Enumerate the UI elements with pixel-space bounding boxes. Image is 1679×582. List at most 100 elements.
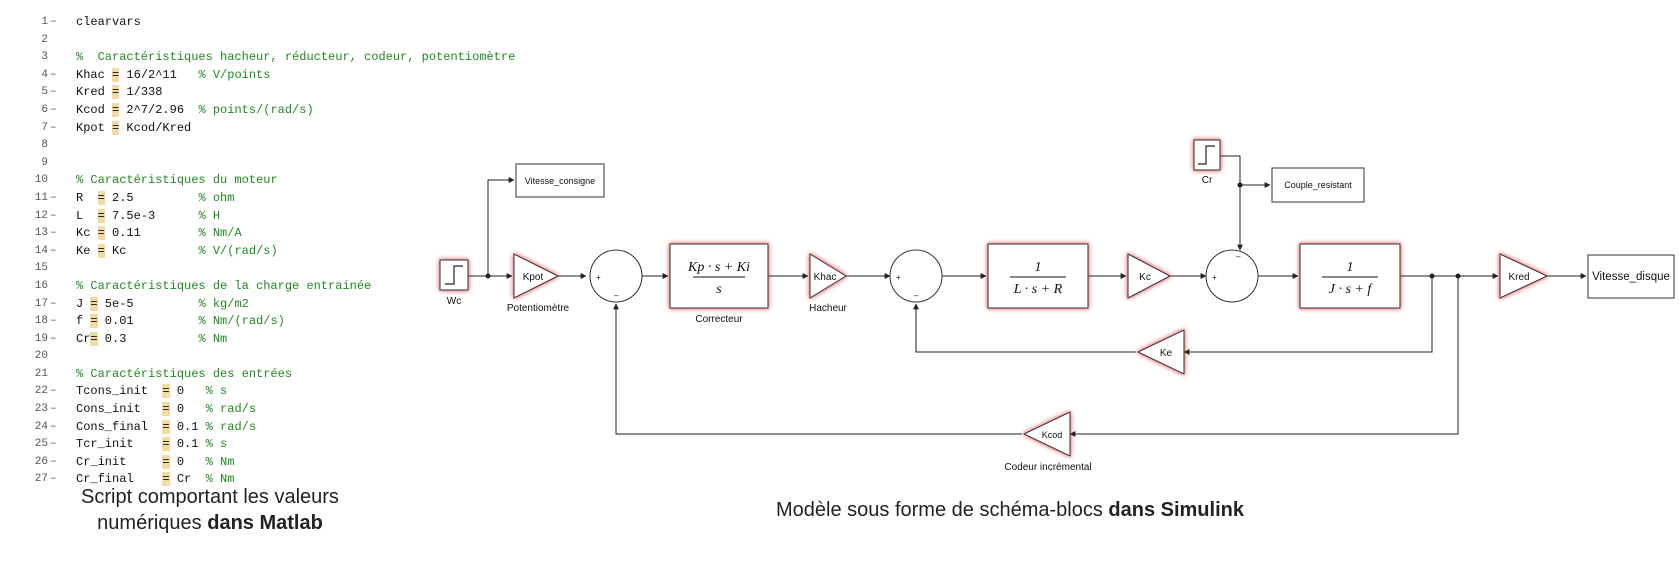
code-line: 18–f = 0.01 % Nm/(rad/s) — [14, 313, 434, 331]
line-number: 25 — [34, 438, 48, 451]
sum-block-3[interactable]: + – — [1205, 249, 1259, 303]
transfer-fn-correcteur[interactable]: Kp · s + Ki s Correcteur — [669, 243, 769, 325]
line-number: 20 — [34, 350, 48, 363]
kc-label: Kc — [1139, 272, 1151, 283]
assignment-highlight: = — [97, 226, 105, 241]
gain-khac[interactable]: Khac Hacheur — [809, 253, 848, 314]
code-statement: R = 2.5 — [76, 190, 199, 205]
code-statement: Cons_init = 0 — [76, 402, 206, 417]
gain-kpot[interactable]: Kpot Potentiomètre — [507, 253, 570, 314]
gain-kc[interactable]: Kc — [1127, 253, 1172, 299]
assignment-highlight: = — [112, 67, 120, 82]
breakpoint-marker[interactable]: – — [50, 86, 57, 99]
assignment-highlight: = — [90, 331, 98, 346]
code-line: 24–Cons_final = 0.1 % rad/s — [14, 419, 434, 437]
code-text[interactable]: Cr_init = 0 % Nm — [76, 454, 234, 472]
matlab-caption-bold: dans Matlab — [207, 512, 323, 534]
step-source-wc[interactable]: Wc — [439, 259, 469, 307]
line-number: 10 — [34, 174, 48, 187]
code-text[interactable]: Tcr_init = 0.1 % s — [76, 436, 227, 454]
matlab-caption-line2: numériques dans Matlab — [40, 510, 380, 536]
code-comment: % points/(rad/s) — [198, 102, 314, 117]
line-number: 21 — [34, 367, 48, 380]
assignment-highlight: = — [162, 454, 170, 469]
scope-vitesse-disque[interactable]: Vitesse_disque — [1587, 254, 1675, 299]
code-text[interactable]: J = 5e-5 % kg/m2 — [76, 296, 249, 314]
code-text[interactable]: Cr_final = Cr % Nm — [76, 471, 234, 489]
code-statement: Ke = Kc — [76, 243, 199, 258]
code-text[interactable]: % Caractéristiques du moteur — [76, 172, 278, 190]
code-text[interactable]: clearvars — [76, 14, 141, 32]
code-comment: % rad/s — [205, 419, 257, 434]
breakpoint-marker[interactable]: – — [50, 438, 57, 451]
line-number: 4 — [41, 68, 48, 81]
code-line: 6–Kcod = 2^7/2.96 % points/(rad/s) — [14, 102, 434, 120]
line-number: 9 — [41, 156, 48, 169]
gain-kred[interactable]: Kred — [1499, 253, 1549, 299]
code-text[interactable]: Khac = 16/2^11 % V/points — [76, 67, 270, 85]
breakpoint-marker[interactable]: – — [50, 227, 57, 240]
gain-kcod[interactable]: Kcod Codeur incrémental — [1004, 411, 1092, 473]
code-line: 22–Tcons_init = 0 % s — [14, 383, 434, 401]
code-text[interactable]: Cr= 0.3 % Nm — [76, 331, 227, 349]
breakpoint-marker[interactable]: – — [50, 209, 57, 222]
breakpoint-marker[interactable]: – — [50, 191, 57, 204]
code-text[interactable]: Kpot = Kcod/Kred — [76, 120, 191, 138]
breakpoint-marker[interactable]: – — [50, 385, 57, 398]
khac-label: Khac — [814, 272, 837, 283]
code-line: 12–L = 7.5e-3 % H — [14, 208, 434, 226]
assignment-highlight: = — [90, 296, 98, 311]
code-comment: % H — [198, 208, 221, 223]
step-source-cr[interactable]: Cr — [1193, 139, 1221, 186]
sum1-plus: + — [596, 273, 601, 282]
correcteur-den: s — [716, 282, 722, 297]
code-line: 5–Kred = 1/338 — [14, 84, 434, 102]
mechanical-num: 1 — [1347, 260, 1354, 275]
assignment-highlight: = — [97, 208, 105, 223]
code-text[interactable]: Cons_final = 0.1 % rad/s — [76, 419, 256, 437]
code-comment: % kg/m2 — [198, 296, 249, 311]
breakpoint-marker[interactable]: – — [50, 103, 57, 116]
breakpoint-marker[interactable]: – — [50, 297, 57, 310]
breakpoint-marker[interactable]: – — [50, 68, 57, 81]
code-line: 17– J = 5e-5 % kg/m2 — [14, 296, 434, 314]
sum-block-2[interactable]: + – — [889, 249, 943, 303]
code-statement: Tcons_init = 0 — [76, 384, 206, 399]
scope-couple-resistant[interactable]: Couple_resistant — [1271, 167, 1365, 203]
breakpoint-marker[interactable]: – — [50, 16, 57, 28]
breakpoint-marker[interactable]: – — [50, 315, 57, 328]
breakpoint-marker[interactable]: – — [50, 455, 57, 468]
code-text[interactable]: Kcod = 2^7/2.96 % points/(rad/s) — [76, 102, 314, 120]
breakpoint-marker[interactable]: – — [50, 403, 57, 416]
transfer-fn-mechanical[interactable]: 1 J · s + f — [1299, 243, 1401, 309]
code-text[interactable]: Cons_init = 0 % rad/s — [76, 401, 256, 419]
code-text[interactable]: % Caractéristiques de la charge entrainé… — [76, 278, 371, 296]
cr-label: Cr — [1202, 175, 1213, 186]
breakpoint-marker[interactable]: – — [50, 473, 57, 486]
code-text[interactable]: R = 2.5 % ohm — [76, 190, 234, 208]
code-statement: Cons_final = 0.1 — [76, 419, 206, 434]
code-text[interactable]: Kc = 0.11 % Nm/A — [76, 225, 242, 243]
breakpoint-marker[interactable]: – — [50, 332, 57, 345]
breakpoint-marker[interactable]: – — [50, 244, 57, 257]
breakpoint-marker[interactable]: – — [50, 121, 57, 134]
scope-vitesse-consigne[interactable]: Vitesse_consigne — [515, 163, 605, 198]
hacheur-label: Hacheur — [809, 303, 847, 314]
code-statement: f = 0.01 — [76, 314, 199, 329]
sum-block-1[interactable]: + – — [589, 249, 643, 303]
code-comment: % Nm/(rad/s) — [198, 314, 285, 329]
code-text[interactable]: Tcons_init = 0 % s — [76, 383, 227, 401]
gain-ke[interactable]: Ke — [1136, 329, 1185, 375]
code-text[interactable]: % Caractéristiques des entrées — [76, 366, 292, 384]
code-text[interactable]: % Caractéristiques hacheur, réducteur, c… — [76, 49, 515, 67]
code-statement: L = 7.5e-3 — [76, 208, 199, 223]
code-text[interactable]: Kred = 1/338 — [76, 84, 162, 102]
breakpoint-marker[interactable]: – — [50, 420, 57, 433]
assignment-highlight: = — [162, 472, 170, 487]
code-text[interactable]: f = 0.01 % Nm/(rad/s) — [76, 313, 285, 331]
line-number: 17 — [34, 297, 48, 310]
transfer-fn-electrical[interactable]: 1 L · s + R — [987, 243, 1089, 309]
code-text[interactable]: L = 7.5e-3 % H — [76, 208, 220, 226]
sum2-minus: – — [914, 291, 919, 300]
code-text[interactable]: Ke = Kc % V/(rad/s) — [76, 243, 278, 261]
